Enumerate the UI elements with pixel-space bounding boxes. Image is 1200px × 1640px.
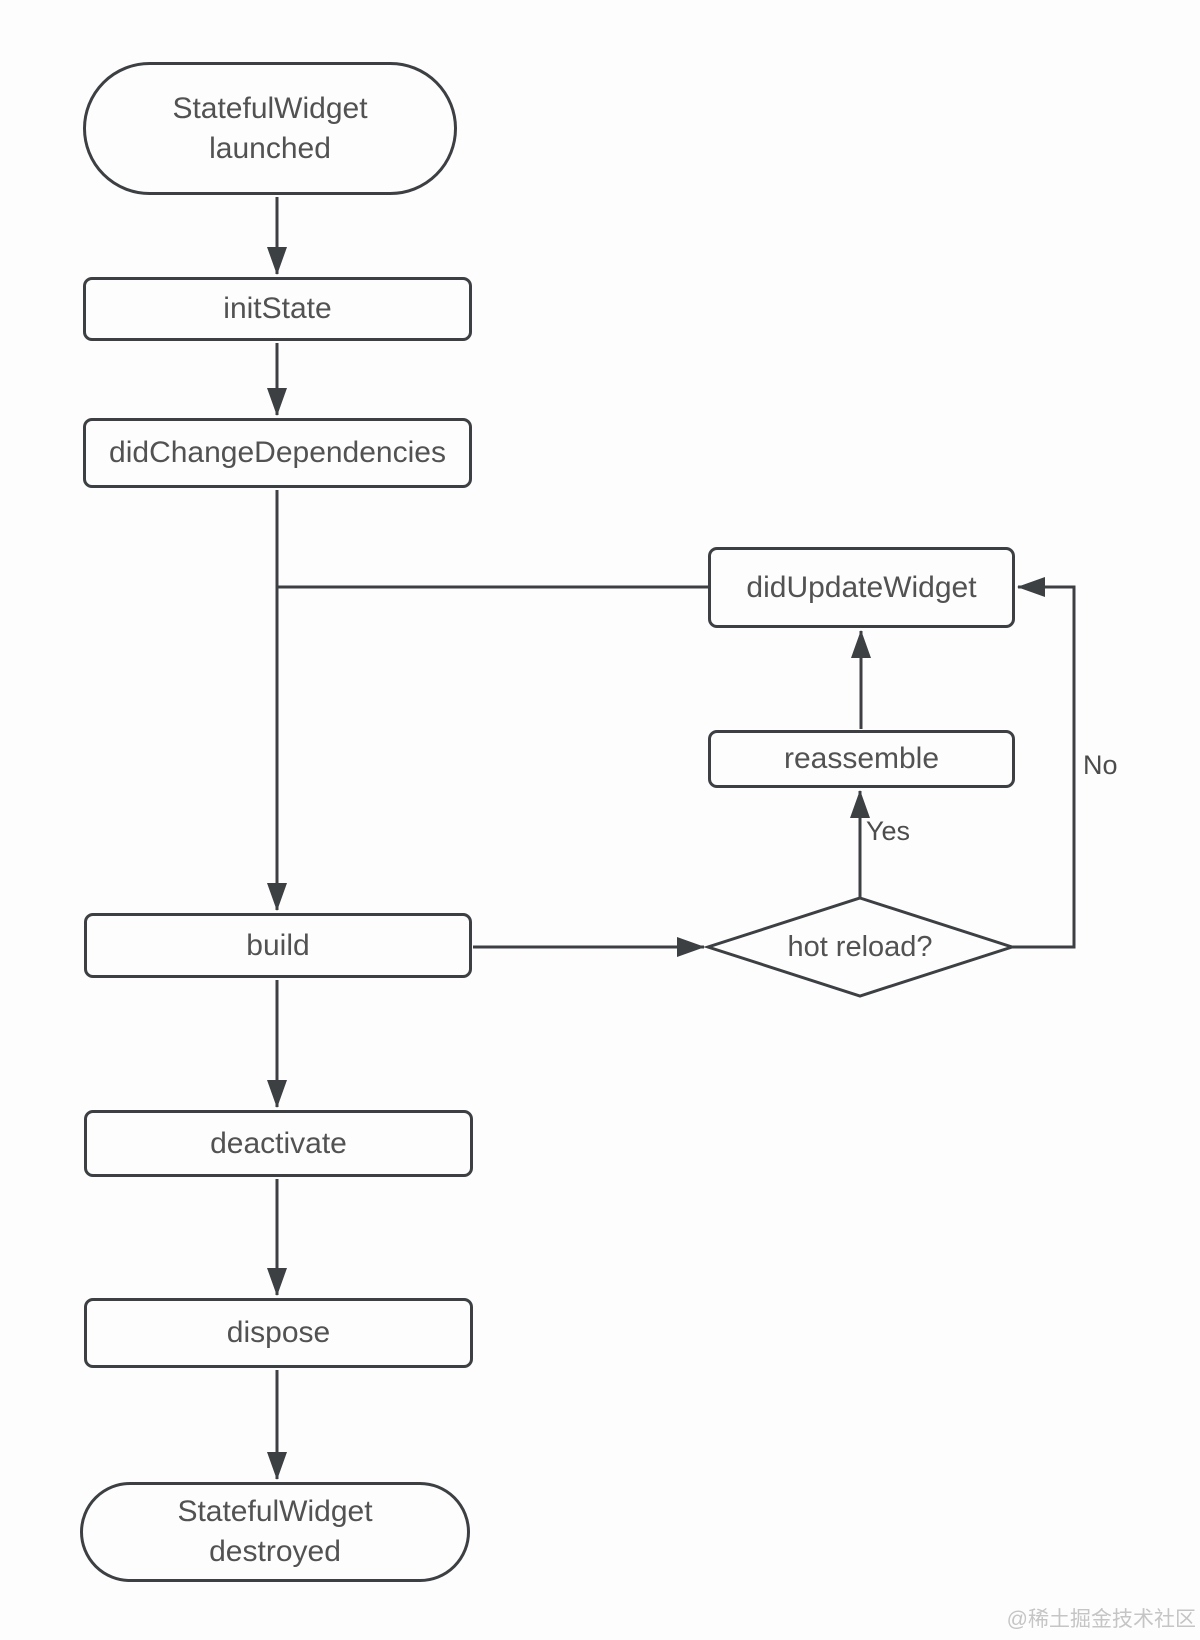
node-label-line1: StatefulWidget (172, 91, 368, 125)
decision-hot-reload-diamond (703, 896, 1017, 998)
node-label: didUpdateWidget (746, 570, 977, 604)
node-statefulwidget-destroyed: StatefulWidget destroyed (80, 1482, 470, 1582)
edge-label-yes: Yes (866, 816, 911, 846)
node-build: build (84, 913, 472, 978)
node-label-line2: launched (209, 131, 331, 165)
node-deactivate: deactivate (84, 1110, 473, 1177)
node-reassemble: reassemble (708, 730, 1015, 788)
node-label: reassemble (783, 742, 940, 775)
node-label: initState (223, 292, 332, 325)
node-didupdatewidget: didUpdateWidget (708, 547, 1015, 628)
watermark-text: @稀土掘金技术社区 (1006, 1608, 1196, 1631)
node-label-line1: StatefulWidget (177, 1495, 373, 1528)
node-dispose: dispose (84, 1298, 473, 1368)
edge-label-no: No (1083, 750, 1118, 780)
node-label: build (246, 928, 310, 962)
node-statefulwidget-launched: StatefulWidget launched (83, 62, 457, 195)
edge-hotreload-no-to-didupdatewidget (1012, 577, 1076, 949)
node-hot-reload-label: hot reload? (787, 931, 933, 963)
node-initstate: initState (83, 277, 472, 341)
node-label-line2: destroyed (209, 1535, 341, 1568)
node-label: didChangeDependencies (109, 436, 446, 469)
node-label: deactivate (210, 1126, 347, 1160)
node-didchangedependencies: didChangeDependencies (83, 418, 472, 488)
node-label: dispose (226, 1316, 331, 1349)
